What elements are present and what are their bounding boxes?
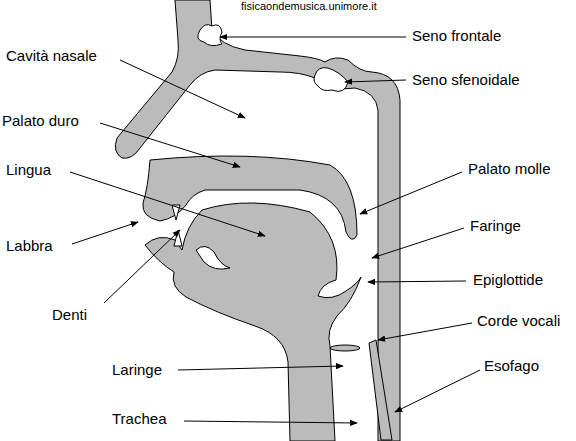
- leader-line: [70, 172, 265, 236]
- leader-line: [395, 370, 480, 412]
- leader-line: [100, 123, 240, 167]
- vocal-cords: [330, 345, 360, 351]
- leader-line: [104, 230, 180, 303]
- leader-line: [378, 323, 472, 340]
- sphenoid-sinus: [314, 68, 348, 92]
- part-label: Laringe: [112, 362, 162, 379]
- watermark: fisicaondemusica.unimore.it: [241, 0, 377, 12]
- tongue-jaw: [145, 203, 361, 441]
- leader-line: [72, 222, 138, 244]
- leader-line: [360, 172, 462, 214]
- leader-line: [178, 366, 343, 370]
- esophagus: [369, 340, 392, 440]
- leader-line: [220, 37, 406, 38]
- leader-line: [120, 60, 245, 118]
- part-label: Seno sfenoidale: [412, 72, 520, 89]
- leader-line: [184, 421, 357, 423]
- part-label: Esofago: [484, 358, 539, 375]
- part-label: Palato duro: [2, 113, 79, 130]
- part-label: Trachea: [112, 411, 166, 428]
- leader-line: [372, 228, 464, 258]
- part-label: Seno frontale: [412, 28, 501, 45]
- leader-line: [368, 281, 466, 282]
- part-label: Denti: [52, 307, 87, 324]
- part-label: Labbra: [6, 238, 53, 255]
- leader-line: [345, 80, 406, 82]
- part-label: Epiglottide: [473, 272, 543, 289]
- part-label: Palato molle: [468, 161, 551, 178]
- part-label: Faringe: [470, 218, 521, 235]
- frontal-sinus: [198, 25, 222, 46]
- part-label: Lingua: [6, 162, 51, 179]
- mouth-floor: [196, 246, 230, 269]
- part-label: Cavità nasale: [6, 48, 97, 65]
- part-label: Corde vocali: [477, 313, 560, 330]
